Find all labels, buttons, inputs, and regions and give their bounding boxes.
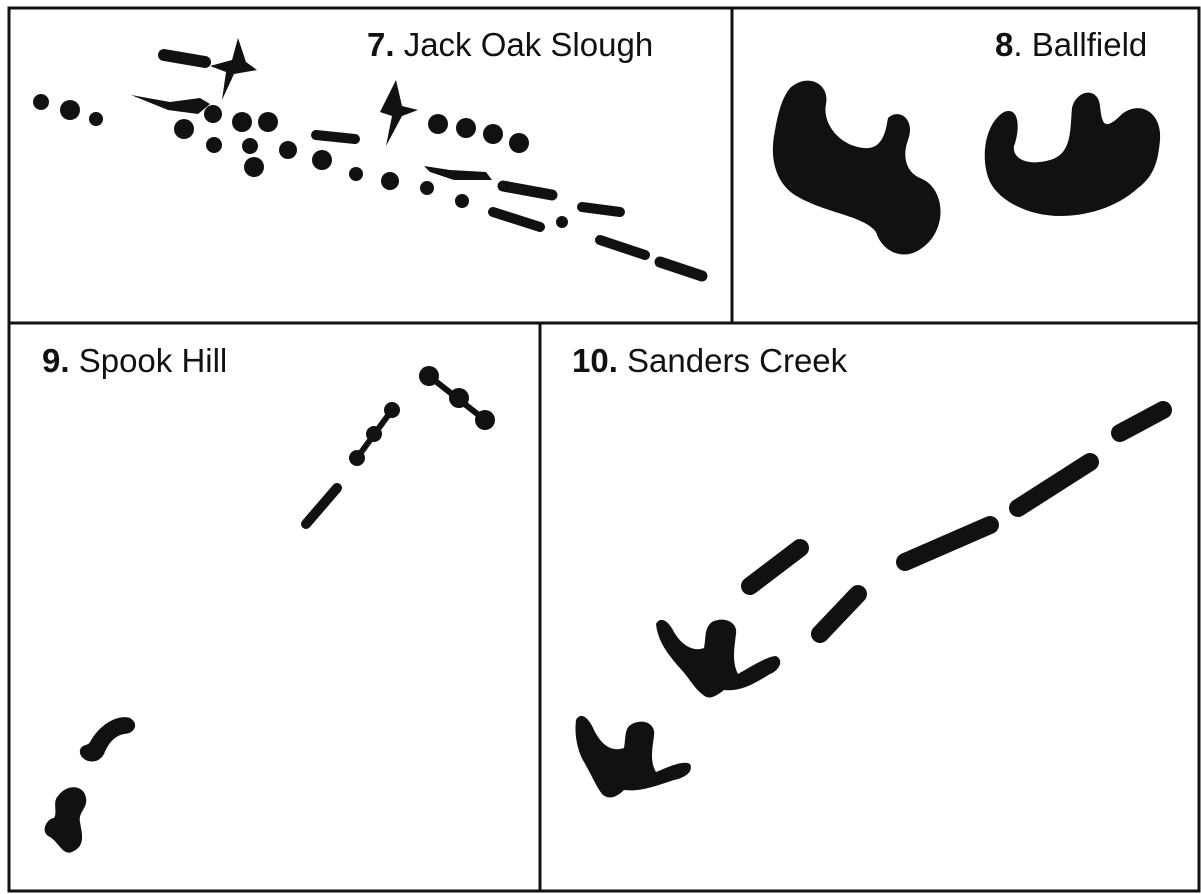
conical-mound <box>483 124 503 144</box>
linear-mound <box>750 548 800 586</box>
conical-mound <box>449 388 469 408</box>
conical-mound <box>232 112 252 132</box>
bird-effigy <box>424 166 492 180</box>
effigy-mound <box>80 717 135 761</box>
conical-mound <box>384 402 400 418</box>
conical-mound <box>279 141 297 159</box>
conical-mound <box>258 112 278 132</box>
linear-mound <box>306 488 337 524</box>
bird-effigy <box>656 620 780 698</box>
conical-mound <box>419 366 439 386</box>
conical-mound <box>60 100 80 120</box>
conical-mound <box>509 133 529 153</box>
conical-mound <box>455 194 469 208</box>
linear-mound <box>1120 410 1163 433</box>
effigy-mound <box>45 787 87 852</box>
spook-hill-mounds <box>45 366 495 853</box>
conical-mound <box>349 450 365 466</box>
conical-mound <box>381 172 399 190</box>
linear-mound <box>660 262 702 276</box>
conical-mound <box>428 114 448 134</box>
linear-mound <box>905 525 990 562</box>
conical-mound <box>366 426 382 442</box>
conical-mound <box>312 150 332 170</box>
conical-mound <box>475 410 495 430</box>
bird-effigy <box>131 95 210 114</box>
linear-mound <box>493 212 540 227</box>
conical-mound <box>174 119 194 139</box>
effigy-mound <box>773 81 941 255</box>
effigy-mound <box>985 93 1160 216</box>
sanders-creek-mounds <box>575 410 1163 797</box>
conical-mound <box>556 216 568 228</box>
panel-title-jack-oak-slough: 7. Jack Oak Slough <box>367 26 653 63</box>
jack-oak-slough-mounds <box>33 38 702 276</box>
panel-title-spook-hill: 9. Spook Hill <box>42 342 227 379</box>
bird-effigy <box>210 38 257 100</box>
linear-mound <box>164 55 205 62</box>
conical-mound <box>204 105 222 123</box>
conical-mound <box>456 118 476 138</box>
linear-mound <box>582 207 620 212</box>
conical-mound <box>349 167 363 181</box>
panel-title-ballfield: 8. Ballfield <box>995 26 1147 63</box>
bird-effigy <box>380 80 418 146</box>
panel-title-sanders-creek: 10. Sanders Creek <box>572 342 848 379</box>
linear-mound <box>820 594 858 634</box>
linear-mound <box>316 135 355 139</box>
ballfield-mounds <box>773 81 1160 255</box>
conical-mound <box>244 157 264 177</box>
bird-effigy <box>575 716 690 798</box>
linear-mound <box>503 186 552 195</box>
conical-mound <box>89 112 103 126</box>
conical-mound <box>206 137 222 153</box>
conical-mound <box>242 138 258 154</box>
linear-mound <box>1018 462 1090 508</box>
linear-mound <box>600 240 645 255</box>
conical-mound <box>420 181 434 195</box>
conical-mound <box>33 94 49 110</box>
